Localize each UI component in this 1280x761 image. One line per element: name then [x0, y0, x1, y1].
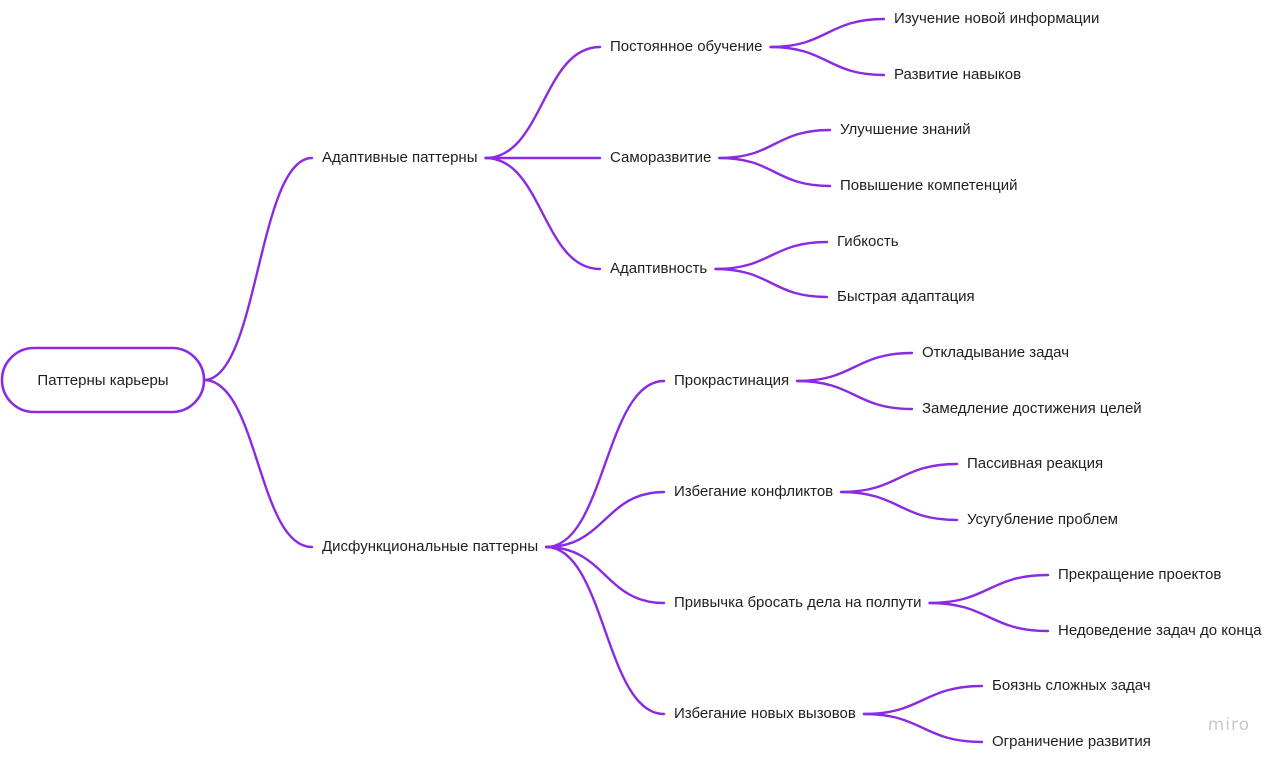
edge-quitting-to-unfinished	[928, 601, 1050, 633]
node-procrastination[interactable]: Прокрастинация	[674, 372, 789, 389]
leaf-skill-development[interactable]: Развитие навыков	[894, 66, 1021, 83]
node-quitting-halfway[interactable]: Привычка бросать дела на полпути	[674, 594, 922, 611]
leaf-postponing-tasks[interactable]: Откладывание задач	[922, 344, 1069, 361]
edge-self-dev-to-knowledge	[718, 128, 832, 160]
edge-root-to-adaptive	[202, 156, 314, 382]
edge-root-to-dysfunctional	[202, 378, 314, 549]
edge-dysfunctional-to-conflict-avoidance	[544, 490, 666, 549]
edge-dysfunctional-to-procrastination	[544, 379, 666, 549]
edge-adaptivity-to-fast-adaptation	[714, 267, 829, 299]
edge-challenges-to-fear	[862, 684, 984, 716]
leaf-limited-development[interactable]: Ограничение развития	[992, 733, 1151, 750]
leaf-knowledge-improvement[interactable]: Улучшение знаний	[840, 121, 971, 138]
node-self-development[interactable]: Саморазвитие	[610, 149, 711, 166]
leaf-fear-hard-tasks[interactable]: Боязнь сложных задач	[992, 677, 1151, 694]
edge-procrastination-to-postponing	[795, 351, 914, 383]
leaf-passive-reaction[interactable]: Пассивная реакция	[967, 455, 1103, 472]
edge-conflict-to-passive	[839, 462, 959, 494]
node-adaptivity[interactable]: Адаптивность	[610, 260, 707, 277]
edge-procrastination-to-slowing	[795, 379, 914, 411]
leaf-competence-growth[interactable]: Повышение компетенций	[840, 177, 1017, 194]
mind-map-edges	[202, 17, 1050, 744]
leaf-stopping-projects[interactable]: Прекращение проектов	[1058, 566, 1221, 583]
edge-quitting-to-stopping	[928, 573, 1050, 605]
leaf-worsening-problems[interactable]: Усугубление проблем	[967, 511, 1118, 528]
edge-adaptive-to-learning	[484, 45, 602, 160]
edge-self-dev-to-competence	[718, 156, 832, 188]
edge-conflict-to-worsening	[839, 490, 959, 522]
leaf-flexibility[interactable]: Гибкость	[837, 233, 899, 250]
node-avoiding-challenges[interactable]: Избегание новых вызовов	[674, 705, 856, 722]
edge-challenges-to-limited	[862, 712, 984, 744]
leaf-learning-new-info[interactable]: Изучение новой информации	[894, 10, 1099, 27]
mind-map-nodes: Паттерны карьеры Адаптивные паттерны Дис…	[0, 10, 1262, 750]
edge-learning-to-new-info	[769, 17, 886, 49]
edge-adaptive-to-adaptivity	[484, 156, 602, 271]
root-node-box[interactable]	[0, 346, 206, 414]
leaf-unfinished-tasks[interactable]: Недоведение задач до конца	[1058, 622, 1262, 639]
root-node-label: Паттерны карьеры	[37, 372, 168, 389]
edge-dysfunctional-to-challenges	[544, 545, 666, 716]
node-conflict-avoidance[interactable]: Избегание конфликтов	[674, 483, 833, 500]
branch-adaptive-label[interactable]: Адаптивные паттерны	[322, 149, 477, 166]
edge-adaptivity-to-flexibility	[714, 240, 829, 271]
leaf-fast-adaptation[interactable]: Быстрая адаптация	[837, 288, 975, 305]
edge-dysfunctional-to-quitting	[544, 545, 666, 605]
leaf-slowing-goals[interactable]: Замедление достижения целей	[922, 400, 1142, 417]
edge-learning-to-skills	[769, 45, 886, 77]
miro-watermark: miro	[1207, 715, 1250, 735]
branch-dysfunctional-label[interactable]: Дисфункциональные паттерны	[322, 538, 538, 555]
node-continuous-learning[interactable]: Постоянное обучение	[610, 38, 762, 55]
